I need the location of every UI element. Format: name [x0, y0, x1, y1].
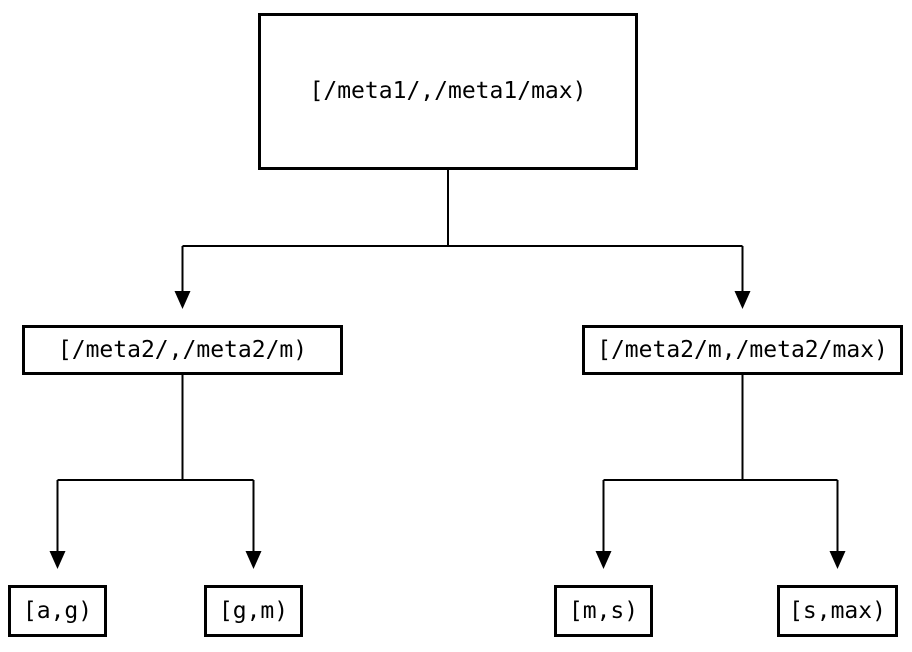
edge-meta2-low-to-leaf-ag — [49, 480, 66, 569]
node-meta2-high-range: [/meta2/m,/meta2/max) — [582, 325, 903, 375]
node-label: [s,max) — [789, 597, 886, 624]
node-label: [/meta2/,/meta2/m) — [57, 336, 308, 363]
node-leaf-g-m: [g,m) — [204, 585, 303, 637]
node-label: [m,s) — [568, 597, 639, 624]
edge-root-to-meta2-low — [174, 246, 191, 309]
node-leaf-s-max: [s,max) — [777, 585, 898, 637]
node-leaf-m-s: [m,s) — [554, 585, 653, 637]
edge-root-split — [182, 170, 743, 247]
node-label: [g,m) — [218, 597, 289, 624]
node-leaf-a-g: [a,g) — [8, 585, 107, 637]
edge-meta2-high-split — [603, 375, 838, 481]
edge-meta2-high-to-leaf-smax — [829, 480, 846, 569]
edge-meta2-low-split — [57, 375, 254, 481]
edge-root-to-meta2-high — [734, 246, 751, 309]
node-label: [/meta2/m,/meta2/max) — [597, 336, 888, 363]
node-root-meta1-range: [/meta1/,/meta1/max) — [258, 13, 638, 170]
edge-meta2-high-to-leaf-ms — [595, 480, 612, 569]
node-meta2-low-range: [/meta2/,/meta2/m) — [22, 325, 343, 375]
node-label: [a,g) — [22, 597, 93, 624]
edge-meta2-low-to-leaf-gm — [245, 480, 262, 569]
node-label: [/meta1/,/meta1/max) — [309, 78, 587, 104]
